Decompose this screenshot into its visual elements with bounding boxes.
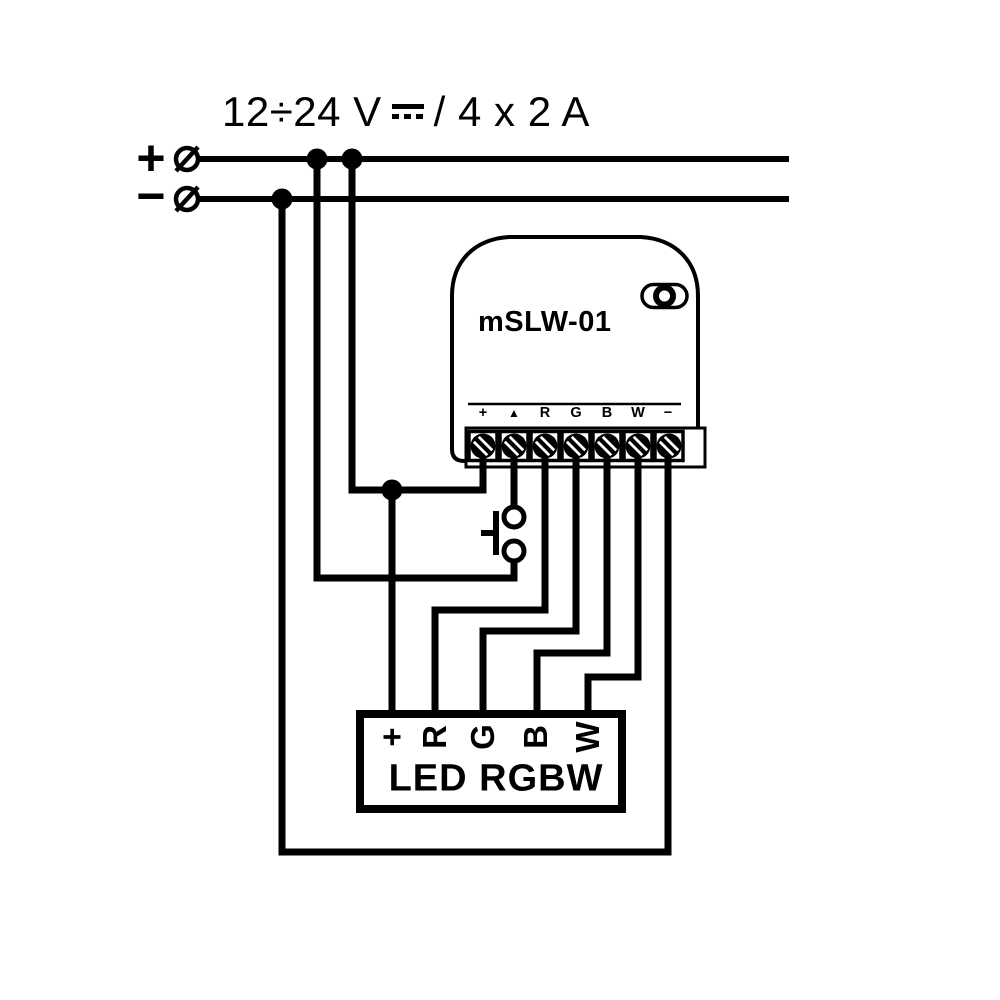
wire-positive-feed — [348, 159, 487, 494]
power-bus-lines — [198, 156, 789, 202]
push-button-symbol — [481, 504, 527, 564]
led-strip-box — [356, 710, 626, 813]
terminal-label-w: W — [631, 405, 645, 421]
wires — [278, 159, 672, 856]
power-terminal-icons — [173, 145, 201, 213]
screw-terminals — [470, 433, 682, 459]
service-button-icon — [640, 282, 689, 310]
junction-dot — [341, 148, 363, 170]
led-terminal-label-w: W — [569, 721, 606, 753]
power-terminal-icon — [173, 145, 201, 173]
wire-blue-channel — [533, 446, 611, 714]
wire-button-to-positive — [313, 159, 518, 582]
led-terminal-label-g: G — [464, 724, 501, 750]
dc-voltage-icon — [391, 104, 424, 119]
positive-bus-sign: + — [136, 130, 166, 186]
wire-negative-loop — [278, 199, 672, 856]
screw-terminal-icon — [594, 433, 620, 459]
screw-terminal-icon — [656, 433, 682, 459]
terminal-label-g: G — [570, 405, 582, 421]
terminal-label-r: R — [539, 405, 551, 421]
wire-green-channel — [479, 446, 580, 714]
screw-terminal-icon — [625, 433, 651, 459]
negative-bus-sign: − — [136, 168, 166, 224]
terminal-label-b: B — [601, 405, 613, 421]
screw-terminal-icon — [563, 433, 589, 459]
screw-terminal-icon — [501, 433, 527, 459]
led-terminal-label-plus: + — [373, 727, 410, 747]
terminal-label-minus: − — [663, 405, 673, 421]
screw-terminal-icon — [470, 433, 496, 459]
wire-red-channel — [431, 446, 549, 714]
terminal-label-switch: ▲ — [508, 406, 520, 420]
voltage-range-text: 12÷24 V — [222, 88, 382, 135]
wire-white-channel — [584, 446, 642, 714]
screw-terminal-icon — [532, 433, 558, 459]
junction-dots — [271, 148, 403, 501]
junction-dot — [381, 479, 403, 501]
junction-dot — [306, 148, 328, 170]
led-terminal-label-b: B — [517, 725, 554, 749]
power-rating-label: 12÷24 V / 4 x 2 A — [222, 91, 590, 133]
load-rating-text: / 4 x 2 A — [433, 88, 590, 135]
power-terminal-icon — [173, 185, 201, 213]
controller-model-label: mSLW-01 — [478, 306, 612, 338]
led-strip-label: LED RGBW — [388, 757, 604, 800]
led-terminal-label-r: R — [416, 725, 453, 749]
terminal-label-plus: + — [478, 405, 488, 421]
junction-dot — [271, 188, 293, 210]
